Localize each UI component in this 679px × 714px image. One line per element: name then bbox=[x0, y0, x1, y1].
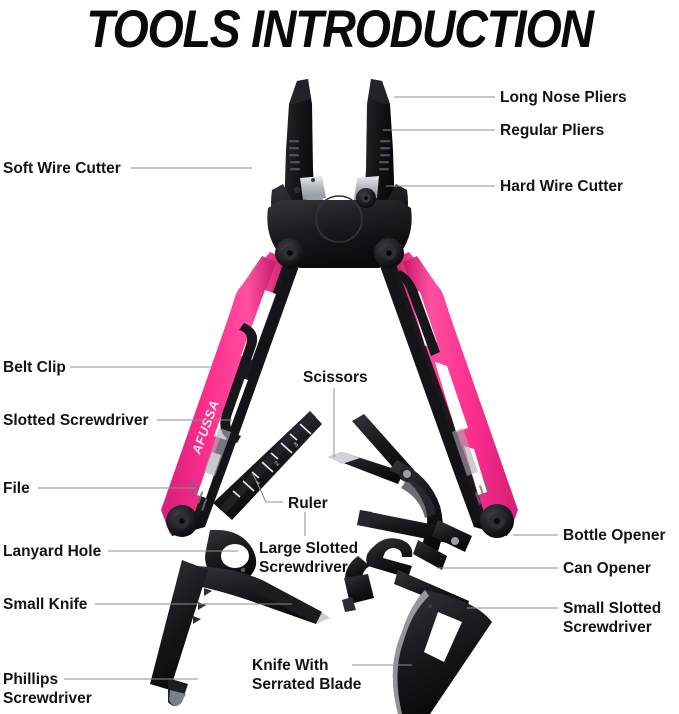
right-handle bbox=[374, 238, 518, 538]
svg-text:2: 2 bbox=[274, 460, 281, 467]
callout-soft-wire-cutter: Soft Wire Cutter bbox=[3, 160, 121, 177]
callout-slotted-screwdriver: Slotted Screwdriver bbox=[3, 412, 149, 429]
callout-small-knife: Small Knife bbox=[3, 596, 88, 613]
callout-phillips-screwdriver: Phillips Screwdriver bbox=[3, 671, 92, 707]
callout-belt-clip: Belt Clip bbox=[3, 359, 66, 376]
bottom-left-tools bbox=[150, 529, 330, 706]
callout-long-nose-pliers: Long Nose Pliers bbox=[500, 89, 627, 106]
callout-can-opener: Can Opener bbox=[563, 560, 651, 577]
callout-small-slotted-screwdriver: Small Slotted Screwdriver bbox=[563, 600, 662, 636]
callout-hard-wire-cutter: Hard Wire Cutter bbox=[500, 178, 624, 195]
page-title: TOOLS INTRODUCTION bbox=[86, 0, 594, 59]
svg-text:3: 3 bbox=[293, 441, 300, 448]
callout-ruler: Ruler bbox=[288, 495, 328, 512]
callout-scissors: Scissors bbox=[303, 369, 368, 386]
bottom-right-tools bbox=[342, 510, 492, 714]
callout-bottle-opener: Bottle Opener bbox=[563, 527, 666, 544]
callout-knife-with-serrated-blade: Knife With Serrated Blade bbox=[252, 657, 362, 693]
left-handle: AFUSSA bbox=[161, 238, 305, 537]
callout-large-slotted-screwdriver: Large Slotted Screwdriver bbox=[259, 540, 359, 576]
callout-lanyard-hole: Lanyard Hole bbox=[3, 543, 102, 560]
callout-regular-pliers: Regular Pliers bbox=[500, 122, 605, 139]
callout-file: File bbox=[3, 480, 30, 497]
